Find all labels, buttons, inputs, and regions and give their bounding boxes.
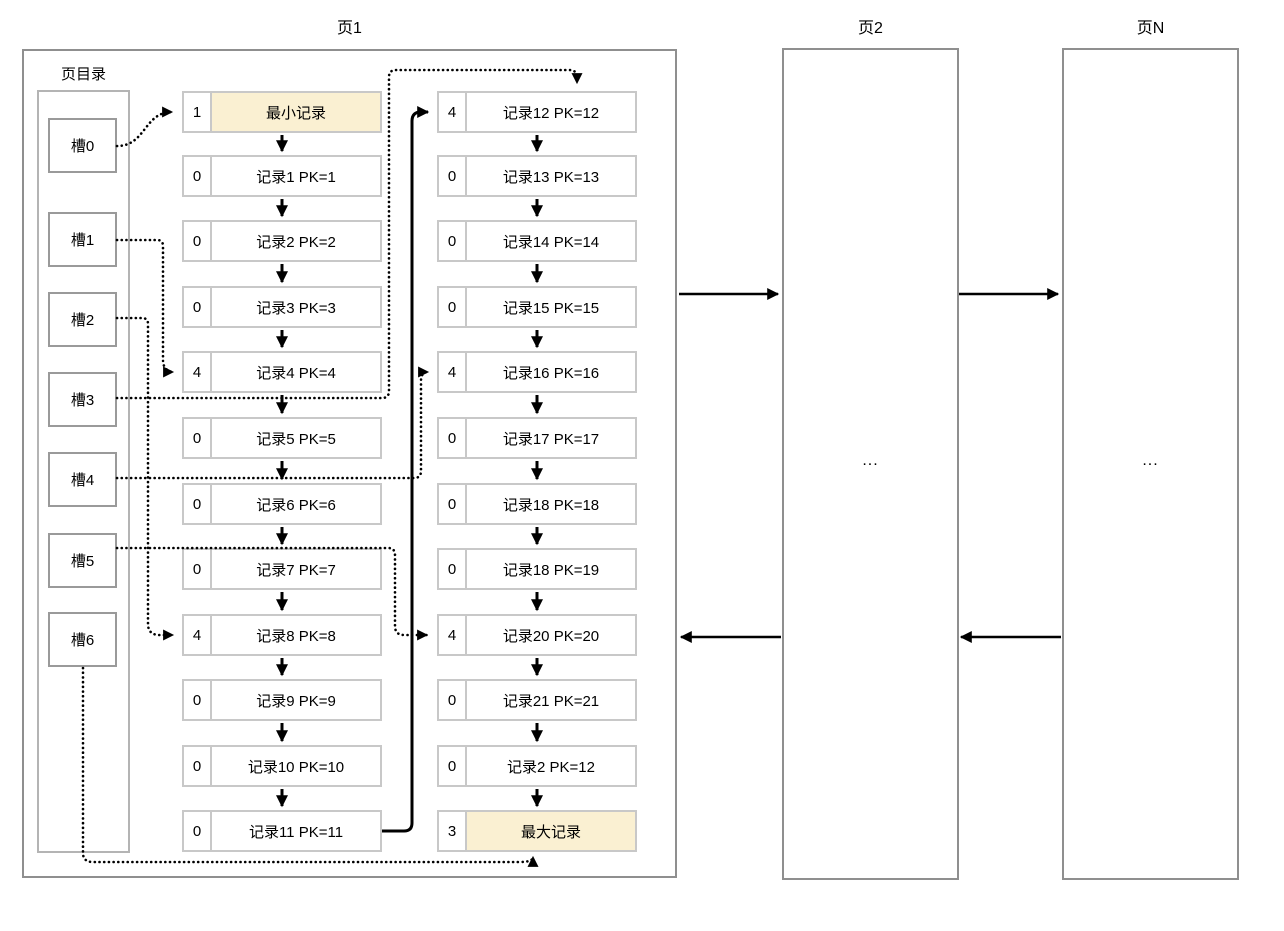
record-owned-count: 4 bbox=[439, 353, 467, 391]
record-label: 记录3 PK=3 bbox=[212, 288, 380, 326]
record-owned-count: 0 bbox=[439, 681, 467, 719]
record-owned-count: 4 bbox=[184, 353, 212, 391]
record-owned-count: 0 bbox=[184, 550, 212, 588]
record-owned-count: 0 bbox=[184, 288, 212, 326]
pageN-title: 页N bbox=[1136, 20, 1165, 37]
record-label: 记录18 PK=18 bbox=[467, 485, 635, 523]
record-owned-count: 0 bbox=[184, 157, 212, 195]
record-label: 记录15 PK=15 bbox=[467, 288, 635, 326]
record-owned-count: 0 bbox=[439, 222, 467, 260]
record-label: 记录13 PK=13 bbox=[467, 157, 635, 195]
record-label: 记录2 PK=2 bbox=[212, 222, 380, 260]
record-owned-count: 0 bbox=[184, 485, 212, 523]
record-owned-count: 0 bbox=[184, 812, 212, 850]
record-label: 记录18 PK=19 bbox=[467, 550, 635, 588]
slot-6: 槽6 bbox=[48, 612, 117, 667]
record-owned-count: 0 bbox=[439, 747, 467, 785]
record-label: 记录4 PK=4 bbox=[212, 353, 380, 391]
record-label: 记录8 PK=8 bbox=[212, 616, 380, 654]
record-owned-count: 1 bbox=[184, 93, 212, 131]
record-owned-count: 4 bbox=[184, 616, 212, 654]
record-owned-count: 0 bbox=[184, 681, 212, 719]
slot-3: 槽3 bbox=[48, 372, 117, 427]
record-label: 记录11 PK=11 bbox=[212, 812, 380, 850]
page2-title: 页2 bbox=[858, 20, 883, 37]
record-label: 记录5 PK=5 bbox=[212, 419, 380, 457]
page-directory-label: 页目录 bbox=[60, 66, 106, 83]
record-label: 最小记录 bbox=[212, 93, 380, 131]
record-owned-count: 0 bbox=[184, 747, 212, 785]
record-owned-count: 0 bbox=[439, 288, 467, 326]
record-label: 记录7 PK=7 bbox=[212, 550, 380, 588]
record-label: 最大记录 bbox=[467, 812, 635, 850]
page2-box bbox=[782, 48, 959, 880]
record-owned-count: 4 bbox=[439, 93, 467, 131]
record-owned-count: 0 bbox=[439, 157, 467, 195]
record-label: 记录16 PK=16 bbox=[467, 353, 635, 391]
slot-4: 槽4 bbox=[48, 452, 117, 507]
record-label: 记录14 PK=14 bbox=[467, 222, 635, 260]
record-owned-count: 3 bbox=[439, 812, 467, 850]
pageN-box bbox=[1062, 48, 1239, 880]
record-owned-count: 0 bbox=[439, 419, 467, 457]
page2-ellipsis: ... bbox=[862, 452, 879, 469]
record-owned-count: 0 bbox=[184, 419, 212, 457]
record-label: 记录20 PK=20 bbox=[467, 616, 635, 654]
record-owned-count: 0 bbox=[439, 485, 467, 523]
record-label: 记录10 PK=10 bbox=[212, 747, 380, 785]
slot-5: 槽5 bbox=[48, 533, 117, 588]
record-label: 记录17 PK=17 bbox=[467, 419, 635, 457]
record-label: 记录6 PK=6 bbox=[212, 485, 380, 523]
pageN-ellipsis: ... bbox=[1142, 452, 1159, 469]
slot-2: 槽2 bbox=[48, 292, 117, 347]
record-label: 记录21 PK=21 bbox=[467, 681, 635, 719]
record-label: 记录1 PK=1 bbox=[212, 157, 380, 195]
record-owned-count: 4 bbox=[439, 616, 467, 654]
record-label: 记录12 PK=12 bbox=[467, 93, 635, 131]
record-label: 记录2 PK=12 bbox=[467, 747, 635, 785]
record-owned-count: 0 bbox=[439, 550, 467, 588]
page1-title: 页1 bbox=[337, 20, 362, 37]
slot-0: 槽0 bbox=[48, 118, 117, 173]
slot-1: 槽1 bbox=[48, 212, 117, 267]
record-owned-count: 0 bbox=[184, 222, 212, 260]
record-label: 记录9 PK=9 bbox=[212, 681, 380, 719]
